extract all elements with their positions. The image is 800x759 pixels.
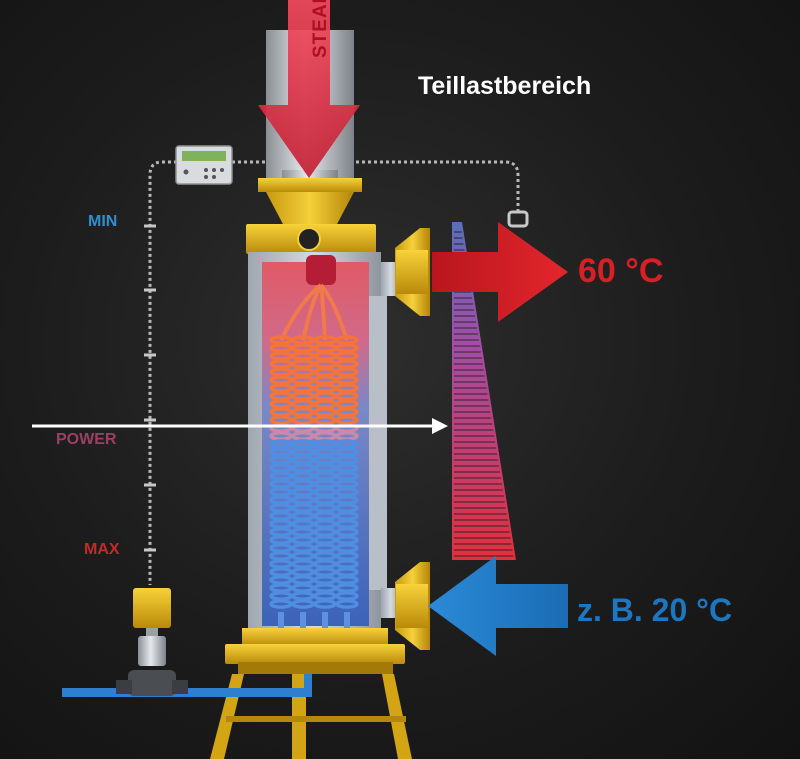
coil-foot bbox=[300, 612, 306, 630]
outlet-nozzle bbox=[395, 228, 430, 316]
coil-foot bbox=[322, 612, 328, 630]
control-valve-icon bbox=[116, 588, 188, 696]
heating-coils bbox=[269, 283, 359, 630]
scale-ticks bbox=[144, 224, 156, 552]
coil-foot bbox=[278, 612, 284, 630]
top-hood bbox=[246, 178, 376, 254]
temperature-gradient-wedge bbox=[452, 222, 516, 560]
control-cable bbox=[148, 160, 520, 585]
coil-turn bbox=[269, 599, 293, 609]
inlet-nozzle bbox=[395, 562, 430, 650]
outlet-temperature-label: 60 °C bbox=[578, 252, 664, 290]
logo-badge-icon bbox=[297, 227, 321, 251]
hot-water-outlet-arrow-icon bbox=[432, 222, 568, 322]
temperature-sensor-icon bbox=[507, 210, 529, 228]
scale-min-label: MIN bbox=[88, 213, 118, 230]
steam-arrow-icon bbox=[258, 0, 360, 178]
page-title: Teillastbereich bbox=[418, 72, 592, 100]
coil-foot bbox=[344, 612, 350, 630]
coil-feed-tube bbox=[319, 283, 349, 341]
steam-label: STEAM bbox=[310, 0, 331, 58]
scale-max-label: MAX bbox=[84, 541, 120, 558]
inlet-temperature-label: z. B. 20 °C bbox=[577, 592, 733, 628]
coil-turn bbox=[291, 599, 315, 609]
cold-water-inlet-arrow-icon bbox=[428, 556, 568, 656]
controller-icon bbox=[175, 145, 233, 185]
scale-power-label: POWER bbox=[56, 431, 117, 448]
coil-turn bbox=[313, 599, 337, 609]
coil-turn bbox=[335, 599, 359, 609]
power-level-arrow-icon bbox=[32, 418, 448, 434]
